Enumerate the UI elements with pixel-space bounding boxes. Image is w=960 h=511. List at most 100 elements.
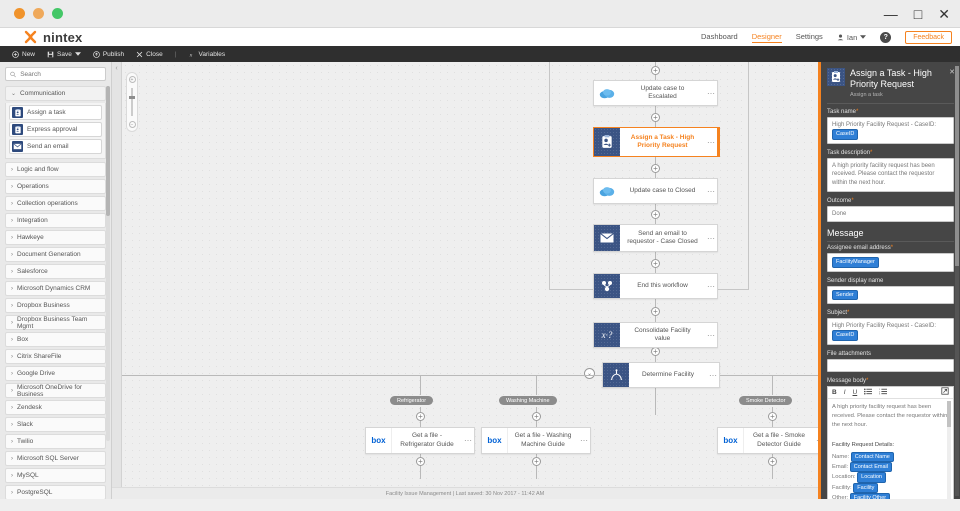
outcome-field[interactable]: Done xyxy=(827,205,954,223)
node-end-this-workflow[interactable]: End this workflow ⋯ xyxy=(593,273,718,299)
user-menu[interactable]: Ian xyxy=(837,33,867,42)
add-action-button[interactable] xyxy=(416,412,425,421)
node-menu-icon[interactable]: ⋯ xyxy=(707,330,715,340)
sender-display-name-field[interactable]: Sender xyxy=(827,285,954,304)
zoom-control[interactable]: + − xyxy=(126,72,138,132)
task-description-field[interactable]: A high priority facility request has bee… xyxy=(827,157,954,192)
minimize-icon[interactable]: — xyxy=(883,6,898,22)
palette-group-collection-operations[interactable]: ›Collection operations xyxy=(5,196,106,211)
nintex-logo[interactable]: nintex xyxy=(24,30,82,45)
expand-icon[interactable] xyxy=(941,387,949,397)
node-menu-icon[interactable]: ⋯ xyxy=(814,428,818,453)
panel-close-icon[interactable]: ✕ xyxy=(949,69,955,76)
task-name-field[interactable]: High Priority Facility Request - CaseID:… xyxy=(827,116,954,144)
node-consolidate-facility[interactable]: x·? Consolidate Facility value ⋯ xyxy=(593,322,718,348)
token-sender[interactable]: Sender xyxy=(832,289,858,300)
token-facility-other[interactable]: Facility Other xyxy=(849,492,891,499)
node-get-file-refrigerator[interactable]: box Get a file - Refrigerator Guide ⋯ xyxy=(365,427,475,454)
node-assign-task-high-priority[interactable]: Assign a Task - High Priority Request ⋯ xyxy=(593,127,718,157)
token-location[interactable]: Location xyxy=(857,472,886,483)
collapse-palette-button[interactable]: ‹ xyxy=(112,62,122,499)
toolbar-save[interactable]: Save xyxy=(47,51,81,58)
add-action-button[interactable] xyxy=(416,457,425,466)
node-get-file-smoke-detector[interactable]: box Get a file - Smoke Detector Guide ⋯ xyxy=(717,427,818,454)
token-caseid[interactable]: CaseID xyxy=(832,129,859,140)
add-action-button[interactable] xyxy=(532,457,541,466)
palette-group-postgresql[interactable]: ›PostgreSQL xyxy=(5,485,106,499)
subject-field[interactable]: High Priority Facility Request - CaseID:… xyxy=(827,317,954,345)
zoom-slider-track[interactable] xyxy=(129,88,135,116)
nav-settings[interactable]: Settings xyxy=(795,32,823,41)
help-icon[interactable]: ? xyxy=(880,31,892,43)
token-facility-manager[interactable]: FacilityManager xyxy=(832,257,879,268)
workflow-canvas[interactable]: Update case to Escalated ⋯ Assign a Task… xyxy=(122,62,818,499)
message-body-content[interactable]: A high priority facility request has bee… xyxy=(828,399,953,499)
close-icon[interactable]: ✕ xyxy=(938,6,950,22)
zoom-out-icon[interactable]: − xyxy=(128,121,136,128)
search-input[interactable] xyxy=(20,70,101,78)
node-get-file-washing-machine[interactable]: box Get a file - Washing Machine Guide ⋯ xyxy=(481,427,591,454)
toolbar-new[interactable]: New xyxy=(12,51,35,58)
file-attachments-field[interactable] xyxy=(827,358,954,372)
token-facility[interactable]: Facility xyxy=(853,482,879,493)
maximize-icon[interactable]: □ xyxy=(913,6,923,22)
add-action-button[interactable] xyxy=(651,113,660,122)
token-contact-name[interactable]: Contact Name xyxy=(850,451,894,463)
node-determine-facility[interactable]: Determine Facility ⋯ xyxy=(602,362,720,388)
token-contact-email[interactable]: Contact Email xyxy=(849,462,892,473)
palette-group-dropbox-business[interactable]: ›Dropbox Business xyxy=(5,298,106,313)
window-button-zoom-mac[interactable] xyxy=(52,8,63,19)
add-action-button[interactable] xyxy=(651,307,660,316)
palette-group-google-drive[interactable]: ›Google Drive xyxy=(5,366,106,381)
token-caseid[interactable]: CaseID xyxy=(832,330,859,341)
add-action-button[interactable] xyxy=(651,347,660,356)
palette-group-communication[interactable]: ⌄ Communication xyxy=(5,86,106,101)
palette-group-box[interactable]: ›Box xyxy=(5,332,106,347)
palette-group-citrix-sharefile[interactable]: ›Citrix ShareFile xyxy=(5,349,106,364)
palette-group-zendesk[interactable]: ›Zendesk xyxy=(5,400,106,415)
palette-group-mysql[interactable]: ›MySQL xyxy=(5,468,106,483)
underline-icon[interactable]: U xyxy=(852,388,858,396)
node-update-case-escalated[interactable]: Update case to Escalated ⋯ xyxy=(593,80,718,106)
palette-group-integration[interactable]: ›Integration xyxy=(5,213,106,228)
add-action-button[interactable] xyxy=(651,66,660,75)
palette-group-logic-and-flow[interactable]: ›Logic and flow xyxy=(5,162,106,177)
window-button-close-mac[interactable] xyxy=(14,8,25,19)
bold-icon[interactable]: B xyxy=(832,388,837,396)
palette-group-dropbox-business-team-mgmt[interactable]: ›Dropbox Business Team Mgmt xyxy=(5,315,106,330)
node-menu-icon[interactable]: ⋯ xyxy=(707,186,715,196)
add-action-button[interactable] xyxy=(768,457,777,466)
node-update-case-closed[interactable]: Update case to Closed ⋯ xyxy=(593,178,718,204)
node-menu-icon[interactable]: ⋯ xyxy=(707,233,715,243)
add-action-button[interactable] xyxy=(768,412,777,421)
palette-group-operations[interactable]: ›Operations xyxy=(5,179,106,194)
palette-group-salesforce[interactable]: ›Salesforce xyxy=(5,264,106,279)
node-menu-icon[interactable]: ⋯ xyxy=(709,370,717,380)
node-send-email-case-closed[interactable]: Send an email to requestor - Case Closed… xyxy=(593,224,718,252)
node-menu-icon[interactable]: ⋯ xyxy=(707,137,715,147)
palette-group-slack[interactable]: ›Slack xyxy=(5,417,106,432)
toolbar-close[interactable]: Close xyxy=(136,51,163,58)
add-action-button[interactable] xyxy=(651,259,660,268)
toolbar-publish[interactable]: Publish xyxy=(93,51,124,58)
nav-dashboard[interactable]: Dashboard xyxy=(700,32,738,41)
palette-group-twilio[interactable]: ›Twilio xyxy=(5,434,106,449)
node-menu-icon[interactable]: ⋯ xyxy=(580,436,588,445)
assignee-email-field[interactable]: FacilityManager xyxy=(827,253,954,272)
palette-group-hawkeye[interactable]: ›Hawkeye xyxy=(5,230,106,245)
add-action-button[interactable] xyxy=(532,412,541,421)
palette-item-express-approval[interactable]: Express approval xyxy=(9,122,102,137)
palette-group-microsoft-sql-server[interactable]: ›Microsoft SQL Server xyxy=(5,451,106,466)
node-menu-icon[interactable]: ⋯ xyxy=(707,88,715,98)
add-action-button[interactable] xyxy=(651,210,660,219)
palette-item-assign-a-task[interactable]: Assign a task xyxy=(9,105,102,120)
add-action-button[interactable] xyxy=(651,164,660,173)
rte-scrollbar[interactable] xyxy=(947,400,951,499)
panel-scrollbar[interactable] xyxy=(955,66,959,496)
palette-group-microsoft-onedrive-for-business[interactable]: ›Microsoft OneDrive for Business xyxy=(5,383,106,398)
toolbar-variables[interactable]: x Variables xyxy=(189,51,226,58)
palette-item-send-an-email[interactable]: Send an email xyxy=(9,139,102,154)
node-menu-icon[interactable]: ⋯ xyxy=(707,281,715,291)
list-bullet-icon[interactable] xyxy=(864,388,873,397)
